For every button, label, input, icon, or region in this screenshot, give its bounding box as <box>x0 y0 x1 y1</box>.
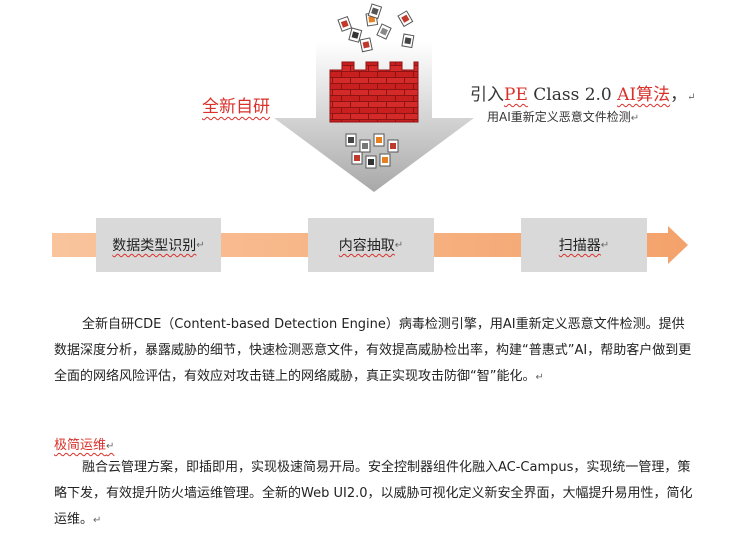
self-developed-label: 全新自研 <box>202 97 270 117</box>
paragraph-text: 全新自研CDE（Content-based Detection Engine）病… <box>54 317 692 384</box>
paragraph-text: 融合云管理方案，即插即用，实现极速简易开局。安全控制器组件化融入AC-Campu… <box>54 460 693 527</box>
paragraph-mark: ↵ <box>196 239 205 251</box>
incoming-files-icon <box>337 3 415 53</box>
paragraph-mark: ↵ <box>106 441 115 452</box>
simple-ops-heading: 极简运维↵ <box>54 434 114 453</box>
stage-content-extraction: 内容抽取↵ <box>308 218 434 272</box>
paragraph-mark: ↵ <box>535 372 544 383</box>
stage-label: 数据类型识别 <box>112 238 197 254</box>
ai-algorithm-title: 引入PE Class 2.0 AI算法，↵ <box>470 80 696 105</box>
stage-label: 内容抽取 <box>338 238 395 254</box>
title-red-1: PE <box>504 85 528 105</box>
cde-engine-paragraph: 全新自研CDE（Content-based Detection Engine）病… <box>54 312 694 391</box>
ai-subtitle: 用AI重新定义恶意文件检测↵ <box>487 108 639 125</box>
heading-text: 极简运维 <box>54 438 107 453</box>
subtitle-text: 用AI重新定义恶意文件检测 <box>487 110 631 124</box>
paragraph-mark: ↵ <box>394 239 404 251</box>
firewall-icon <box>329 61 419 123</box>
paragraph-mark: ↵ <box>600 239 610 251</box>
stage-scanner: 扫描器↵ <box>521 218 647 272</box>
paragraph-mark: ↵ <box>93 515 102 526</box>
title-suffix: ， <box>670 85 688 105</box>
paragraph-mark: ↵ <box>687 92 696 103</box>
title-red-2: AI算法 <box>617 85 671 105</box>
paragraph-mark: ↵ <box>630 113 640 124</box>
filtered-files-icon <box>345 133 399 169</box>
simple-ops-paragraph: 融合云管理方案，即插即用，实现极速简易开局。安全控制器组件化融入AC-Campu… <box>54 455 694 534</box>
title-mid: Class 2.0 <box>527 85 618 105</box>
stage-data-type-recognition: 数据类型识别↵ <box>96 218 221 272</box>
stage-label: 扫描器 <box>558 238 601 254</box>
title-prefix: 引入 <box>470 85 504 105</box>
